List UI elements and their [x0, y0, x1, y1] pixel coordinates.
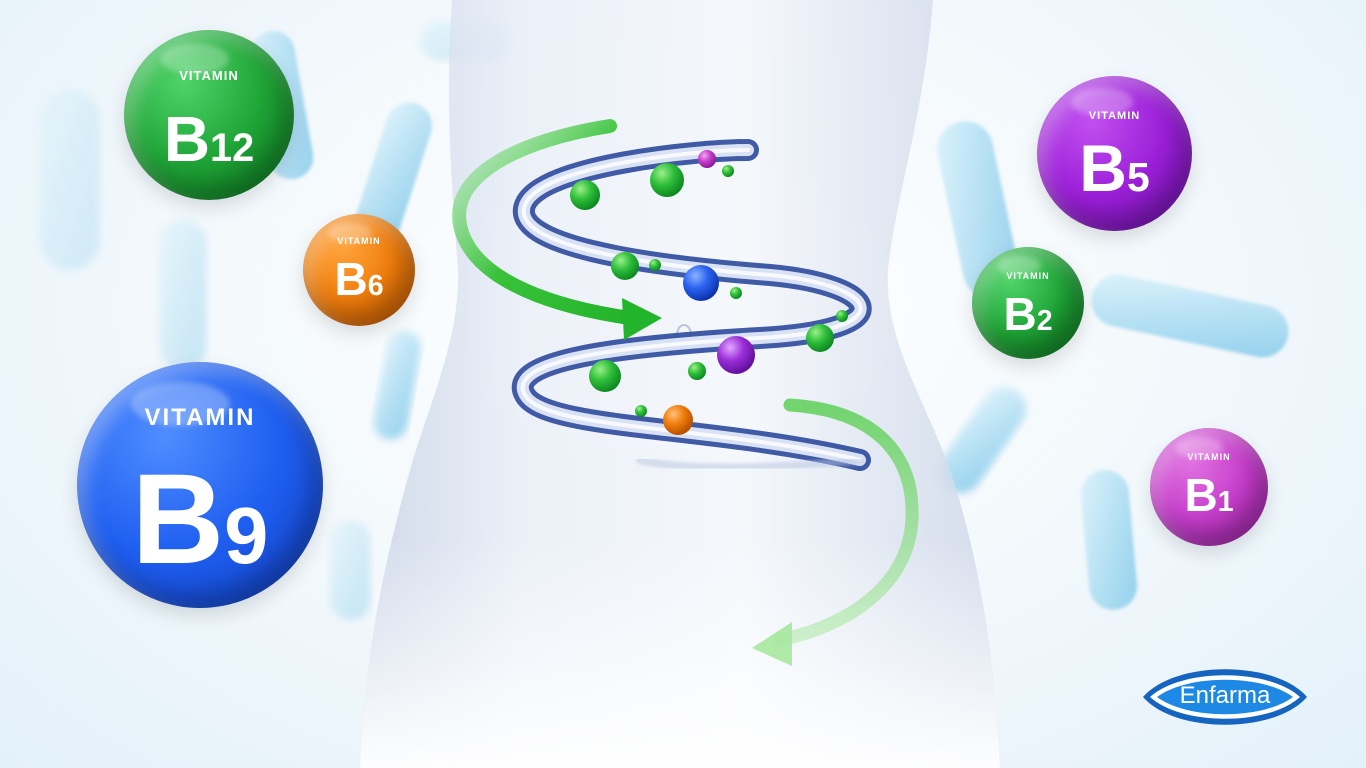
badge-letter: B	[163, 103, 211, 175]
badge-number: 12	[210, 126, 255, 170]
nutrient-particles	[570, 150, 848, 435]
badge-label: VITAMIN	[144, 404, 256, 431]
badge-number: 6	[367, 270, 384, 302]
badge-letter: B	[1003, 288, 1037, 340]
vitamin-b6-badge: VITAMIN B6	[303, 214, 415, 326]
enfarma-logo: Enfarma	[1140, 664, 1310, 730]
badge-letter: B	[131, 448, 225, 591]
badge-number: 1	[1217, 486, 1234, 518]
badge-code: B5	[1037, 130, 1192, 206]
vitamin-b9-badge: VITAMIN B9	[77, 362, 323, 608]
badge-letter: B	[334, 253, 368, 305]
badge-code: B9	[77, 446, 323, 593]
flow-arrows	[452, 119, 919, 666]
badge-number: 2	[1036, 305, 1053, 337]
badge-label: VITAMIN	[1006, 271, 1050, 281]
intestine-spiral	[511, 139, 872, 472]
brand-name: Enfarma	[1179, 682, 1271, 709]
badge-label: VITAMIN	[1088, 110, 1141, 122]
badge-label: VITAMIN	[1187, 452, 1231, 462]
badge-letter: B	[1079, 131, 1127, 205]
badge-number: 9	[224, 491, 269, 580]
vitamin-b12-badge: VITAMIN B12	[124, 30, 294, 200]
badge-number: 5	[1126, 154, 1150, 200]
vitamin-b1-badge: VITAMIN B1	[1150, 428, 1268, 546]
badge-code: B1	[1150, 468, 1268, 522]
torso-silhouette	[360, 0, 1000, 768]
badge-label: VITAMIN	[179, 68, 239, 83]
badge-code: B12	[124, 102, 294, 176]
vitamin-b2-badge: VITAMIN B2	[972, 247, 1084, 359]
logo-eye-shape	[1143, 669, 1307, 725]
badge-code: B2	[972, 287, 1084, 341]
vitamin-b5-badge: VITAMIN B5	[1037, 76, 1192, 231]
badge-letter: B	[1184, 469, 1218, 521]
badge-code: B6	[303, 252, 415, 306]
badge-label: VITAMIN	[337, 236, 381, 246]
